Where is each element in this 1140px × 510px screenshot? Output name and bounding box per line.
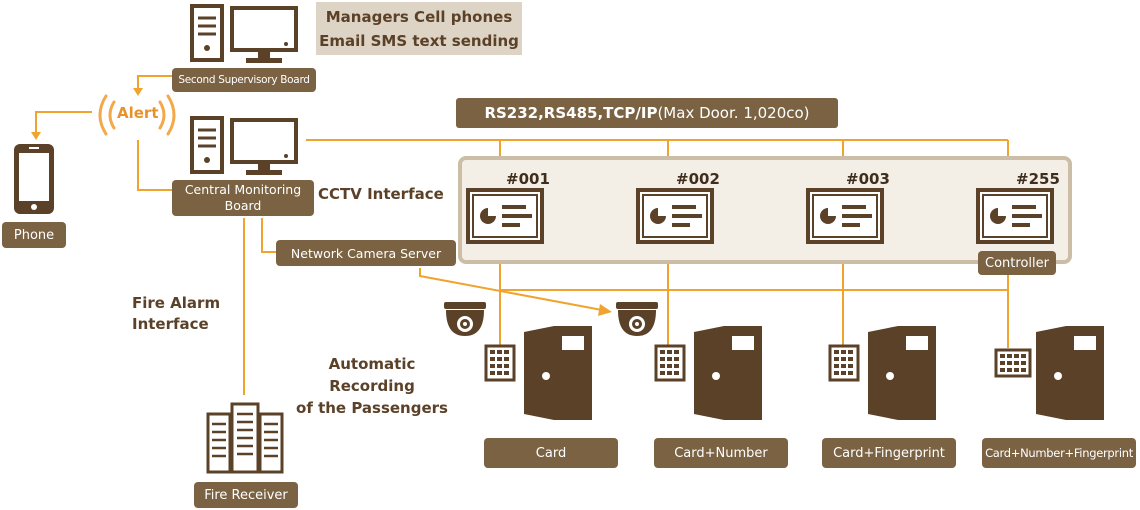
door-type-label: Card+Number (654, 438, 788, 468)
fire-alarm-line-1: Fire Alarm (132, 294, 221, 312)
controller-number: #255 (1016, 170, 1060, 188)
controller-label: Controller (978, 251, 1056, 275)
door-with-card-number-fingerprint-reader-icon (994, 326, 1104, 420)
recording-line-2: of the Passengers (296, 399, 448, 417)
controllers-panel (458, 156, 1072, 264)
door-type-label: Card+Fingerprint (822, 438, 956, 468)
phone-label: Phone (2, 222, 66, 248)
door-with-card-fingerprint-reader-icon (828, 326, 936, 420)
network-camera-server: Network Camera Server (276, 240, 456, 266)
fire-receiver-label: Fire Receiver (194, 482, 298, 508)
controller-number: #003 (846, 170, 890, 188)
dome-camera-icon (616, 302, 658, 336)
controller-device-icon (466, 188, 544, 244)
alert-label: Alert (117, 104, 159, 122)
controller-number: #002 (676, 170, 720, 188)
protocol-rest-text: (Max Door. 1,020co) (657, 104, 810, 122)
controller-device-icon (976, 188, 1054, 244)
note-line-1: Managers Cell phones (325, 8, 513, 26)
dome-camera-icon (444, 302, 486, 336)
central-board-line-1: Central Monitoring (184, 182, 302, 197)
second-supervisory-computer-icon (190, 4, 298, 63)
automatic-recording-label: Automatic Recording of the Passengers (287, 353, 457, 419)
protocol-bold-text: RS232,RS485,TCP/IP (484, 104, 658, 122)
note-line-2: Email SMS text sending (319, 32, 519, 50)
door-type-label: Card (484, 438, 618, 468)
fire-alarm-line-2: Interface (132, 315, 209, 333)
door-with-card-number-reader-icon (654, 326, 762, 420)
door-with-card-reader-icon (484, 326, 592, 420)
cctv-interface-label: CCTV Interface (318, 185, 444, 203)
controller-device-icon (806, 188, 884, 244)
central-board-line-2: Board (224, 198, 262, 213)
controller-device-icon (636, 188, 714, 244)
recording-line-1: Automatic Recording (328, 355, 416, 395)
protocol-bar: RS232,RS485,TCP/IP (Max Door. 1,020co) (456, 98, 838, 128)
second-supervisory-board-label: Second Supervisory Board (172, 68, 316, 92)
notification-note: Managers Cell phones Email SMS text send… (316, 2, 522, 55)
central-monitoring-board: Central Monitoring Board (172, 180, 314, 216)
fire-alarm-interface-label: Fire Alarm Interface (132, 293, 220, 335)
central-monitoring-computer-icon (190, 116, 298, 175)
fire-receiver-server-icon (206, 402, 284, 474)
phone-icon (14, 144, 54, 214)
controller-number: #001 (506, 170, 550, 188)
door-type-label: Card+Number+Fingerprint (982, 438, 1136, 468)
alert-signal-icon (98, 94, 176, 136)
